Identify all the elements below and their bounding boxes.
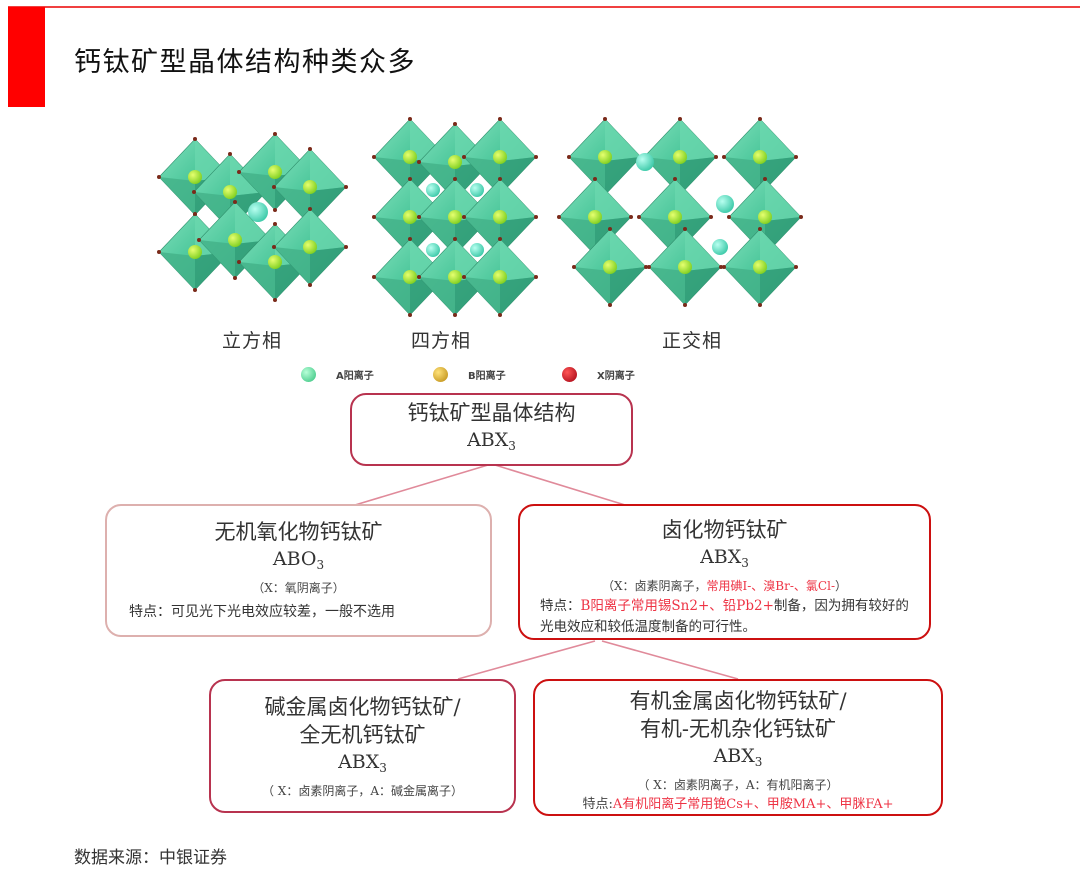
node-title-line1: 有机金属卤化物钙钛矿/ <box>629 689 847 713</box>
node-perovskite-structure: 钙钛矿型晶体结构 ABX3 <box>350 393 633 466</box>
node-note: （X：氧阴离子） <box>252 581 345 595</box>
node-formula: ABX3 <box>700 546 749 570</box>
node-title-line1: 碱金属卤化物钙钛矿/ <box>264 695 461 719</box>
legend-item-x-anion: X阴离子 <box>562 362 635 386</box>
node-title: 无机氧化物钙钛矿 <box>214 520 383 544</box>
node-note: （ X：卤素阴离子，A：碱金属离子） <box>261 784 464 798</box>
node-title-line2: 有机-无机杂化钙钛矿 <box>639 717 837 741</box>
node-inorganic-oxide-perovskite: 无机氧化物钙钛矿 ABO3 （X：氧阴离子） 特点：可见光下光电效应较差，一般不… <box>105 504 492 637</box>
node-formula: ABX3 <box>713 745 763 769</box>
node-title-line2: 全无机钙钛矿 <box>299 723 426 747</box>
node-formula: ABO3 <box>272 548 325 572</box>
node-title: 钙钛矿型晶体结构 <box>407 401 576 425</box>
node-alkali-halide-perovskite: 碱金属卤化物钙钛矿/ 全无机钙钛矿 ABX3 （ X：卤素阴离子，A：碱金属离子… <box>209 679 516 813</box>
node-formula: ABX3 <box>338 751 387 775</box>
node-organic-inorganic-hybrid-perovskite: 有机金属卤化物钙钛矿/ 有机-无机杂化钙钛矿 ABX3 （ X：卤素阴离子，A：… <box>533 679 943 816</box>
cubic-phase-structure <box>156 131 349 303</box>
node-formula: ABX3 <box>467 429 516 453</box>
tetragonal-phase-structure <box>371 116 539 318</box>
node-feature: 特点:A有机阳离子常用铯Cs+、甲胺MA+、甲脒FA+ <box>582 797 894 812</box>
page-title: 钙钛矿型晶体结构种类众多 <box>74 47 416 78</box>
node-title: 卤化物钙钛矿 <box>661 518 788 542</box>
node-halide-perovskite: 卤化物钙钛矿 ABX3 （X：卤素阴离子，常用碘I-、溴Br-、氯Cl-） 特点… <box>518 504 931 640</box>
legend-item-a-cation: A阳离子 <box>301 362 374 386</box>
node-feature: 特点：可见光下光电效应较差，一般不选用 <box>129 604 395 620</box>
phase-label-tetragonal: 四方相 <box>411 330 472 352</box>
node-note: （ X：卤素阴离子，A：有机阳离子） <box>637 778 839 792</box>
top-rule <box>8 6 1080 8</box>
node-feature: 特点：B阳离子常用锡Sn2+、铅Pb2+制备，因为拥有较好的光电效应和较低温度制… <box>540 598 909 635</box>
phase-label-orthorhombic: 正交相 <box>662 330 723 352</box>
node-note: （X：卤素阴离子，常用碘I-、溴Br-、氯Cl-） <box>601 579 848 593</box>
orthorhombic-phase-structure <box>556 116 804 308</box>
legend-item-b-cation: B阳离子 <box>433 362 506 386</box>
crystal-structure-illustration <box>156 116 804 318</box>
gold-sphere-icon <box>433 366 448 382</box>
phase-label-cubic: 立方相 <box>222 330 283 352</box>
red-sphere-icon <box>562 366 577 382</box>
title-accent-bar <box>8 7 45 107</box>
data-source: 数据来源：中银证券 <box>74 848 227 868</box>
green-sphere-icon <box>301 366 316 382</box>
